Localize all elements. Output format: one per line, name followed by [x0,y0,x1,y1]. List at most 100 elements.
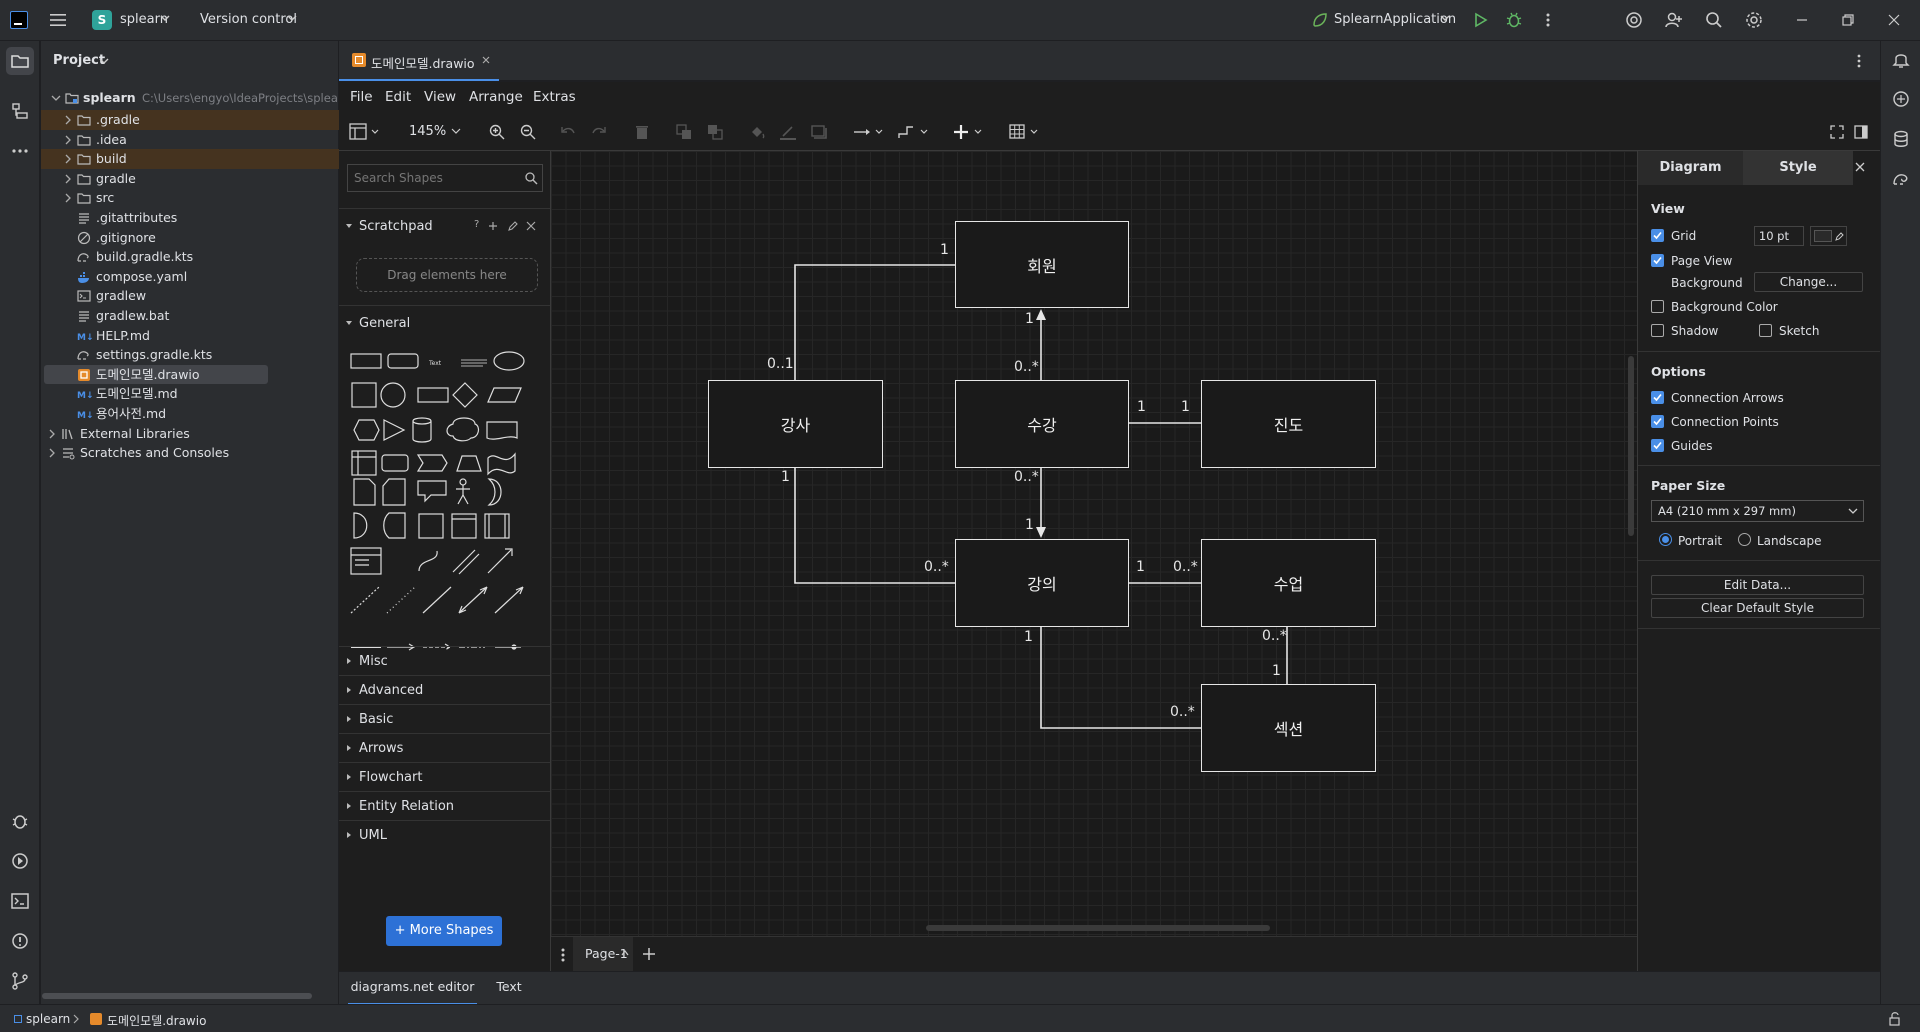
shadow-checkbox[interactable] [1651,324,1664,337]
node-member[interactable]: 회원 [955,221,1129,308]
portrait-radio[interactable] [1659,533,1672,546]
tree-item[interactable]: build.gradle.kts [41,247,339,267]
edge-label[interactable]: 1 [781,469,790,485]
ai-chat-icon[interactable] [1891,89,1911,109]
connection-points-checkbox[interactable] [1651,415,1664,428]
delete-icon[interactable] [633,123,651,141]
edge-label[interactable]: 1 [940,242,949,258]
tree-item[interactable]: .gradle [41,110,339,130]
tree-item[interactable]: M↓도메인모델.md [41,384,339,404]
shape-library-section[interactable]: Basic [339,704,550,733]
diagram-canvas[interactable]: 회원 강사 수강 진도 강의 수업 섹션 1 0..1 1 0..* 1 1 0… [551,151,1637,936]
table-icon[interactable] [1009,123,1043,141]
run-configuration-selector[interactable]: SplearnApplication [1334,12,1457,27]
debug-tool-button[interactable] [6,807,34,835]
gradle-icon[interactable] [1891,169,1911,189]
shape-library-section[interactable]: Advanced [339,675,550,704]
tab-text[interactable]: Text [496,979,522,994]
to-front-icon[interactable] [675,123,693,141]
zoom-level[interactable]: 145% [409,124,447,139]
tab-options-icon[interactable] [1851,52,1867,70]
settings-gear-icon[interactable] [1744,10,1764,30]
edge-label[interactable]: 1 [1137,399,1146,415]
fullscreen-icon[interactable] [1829,124,1845,140]
node-course[interactable]: 강의 [955,539,1129,627]
project-selector[interactable]: splearn [120,12,168,27]
node-enrollment[interactable]: 수강 [955,380,1129,468]
waypoints-icon[interactable] [897,123,931,141]
shape-library-section[interactable]: Arrows [339,733,550,762]
edge-label[interactable]: 0..* [924,559,949,575]
shape-library-section[interactable]: Flowchart [339,762,550,791]
breadcrumb-file[interactable]: 도메인모델.drawio [107,1014,207,1028]
change-background-button[interactable]: Change... [1754,272,1863,292]
tree-item[interactable]: 도메인모델.drawio [44,364,268,385]
edge-label[interactable]: 1 [1024,629,1033,645]
edge-label[interactable]: 0..* [1262,628,1287,644]
tree-item-root[interactable]: splearn C:\Users\engyo\IdeaProjects\sple… [41,86,339,110]
menu-view[interactable]: View [424,89,457,105]
minimize-icon[interactable] [1792,10,1812,30]
general-section[interactable]: General [339,305,550,339]
search-icon[interactable] [524,171,538,185]
scratchpad-section[interactable]: Scratchpad ? [339,208,550,242]
format-panel-toggle-icon[interactable] [349,123,381,141]
edge-label[interactable]: 1 [1025,311,1034,327]
tree-item[interactable]: M↓용어사전.md [41,404,339,424]
tree-item[interactable]: External Libraries [41,424,339,444]
edge-label[interactable]: 1 [1272,663,1281,679]
zoom-out-icon[interactable] [519,123,537,141]
services-tool-button[interactable] [6,847,34,875]
edge-label[interactable]: 0..1 [767,356,794,372]
tree-item[interactable]: settings.gradle.kts [41,345,339,365]
tree-item[interactable]: .gitattributes [41,208,339,228]
node-progress[interactable]: 진도 [1201,380,1376,468]
tree-item[interactable]: gradlew [41,286,339,306]
tab-diagram[interactable]: Diagram [1638,151,1743,185]
shape-library-section[interactable]: Entity Relation [339,791,550,820]
tree-item[interactable]: compose.yaml [41,267,339,287]
tree-item[interactable]: gradlew.bat [41,306,339,326]
scratchpad-drop-zone[interactable]: Drag elements here [356,258,538,292]
landscape-radio[interactable] [1738,533,1751,546]
notifications-icon[interactable] [1891,49,1911,69]
debug-icon[interactable] [1504,10,1524,30]
close-icon[interactable] [1884,10,1904,30]
connection-style-icon[interactable] [852,123,886,141]
scratchpad-close-icon[interactable] [526,221,536,231]
page-tab[interactable]: Page-1 [573,937,633,971]
add-page-icon[interactable] [641,946,657,962]
tree-item[interactable]: src [41,188,339,208]
ai-assistant-icon[interactable] [1624,10,1644,30]
grid-checkbox[interactable] [1651,229,1664,242]
search-icon[interactable] [1704,10,1724,30]
edge-label[interactable]: 0..* [1014,469,1039,485]
close-panel-icon[interactable] [1854,161,1866,173]
menu-arrange[interactable]: Arrange [469,89,523,105]
redo-icon[interactable] [590,123,608,141]
chevron-down-icon[interactable] [450,125,462,137]
node-lesson[interactable]: 수업 [1201,539,1376,627]
edge-label[interactable]: 0..* [1173,559,1198,575]
editor-tab[interactable]: 도메인모델.drawio [339,41,499,81]
search-shapes-input[interactable] [348,165,518,191]
database-icon[interactable] [1891,129,1911,149]
zoom-in-icon[interactable] [488,123,506,141]
to-back-icon[interactable] [706,123,724,141]
scratchpad-help-icon[interactable]: ? [474,219,480,230]
tree-item[interactable]: M↓HELP.md [41,326,339,346]
tree-item[interactable]: gradle [41,169,339,189]
canvas-vertical-scrollbar[interactable] [1628,356,1634,536]
node-section[interactable]: 섹션 [1201,684,1376,772]
git-tool-button[interactable] [6,967,34,995]
project-badge[interactable]: S [92,10,112,30]
background-color-checkbox[interactable] [1651,300,1664,313]
tab-style[interactable]: Style [1743,151,1853,185]
general-shapes-palette[interactable]: Text [349,348,544,588]
terminal-tool-button[interactable] [6,887,34,915]
scratchpad-edit-icon[interactable] [507,220,519,232]
guides-checkbox[interactable] [1651,439,1664,452]
tree-item[interactable]: Scratches and Consoles [41,443,339,463]
canvas-horizontal-scrollbar[interactable] [926,925,1270,931]
pages-menu-icon[interactable] [557,946,569,964]
